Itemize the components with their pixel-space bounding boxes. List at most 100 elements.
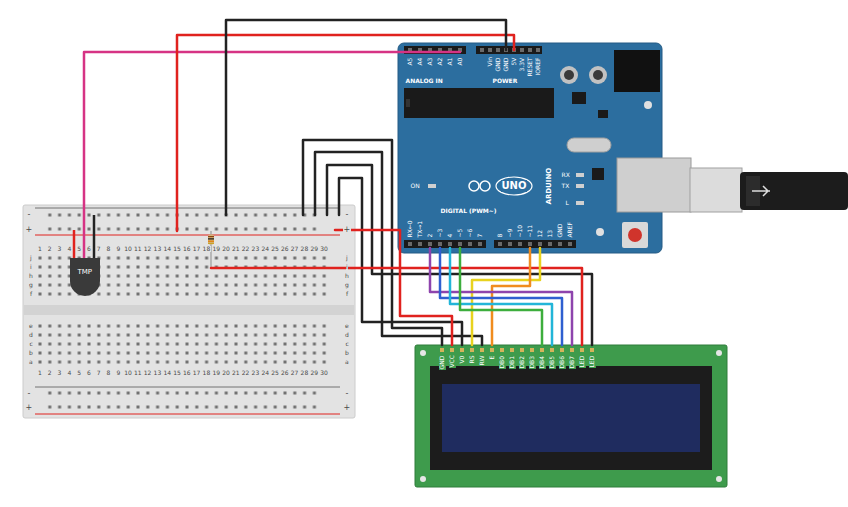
lcd-body (442, 384, 700, 452)
arduino-body (564, 70, 574, 80)
usb-cable (752, 186, 770, 196)
arduino-body (404, 88, 554, 118)
breadboard-label: 2 (47, 370, 52, 377)
breadboard-label: 16 (183, 246, 192, 253)
breadboard-label: 27 (290, 246, 299, 253)
breadboard-label: 19 (212, 246, 221, 253)
arduino-body (406, 99, 410, 107)
board-label: DIGITAL (PWM~) (440, 208, 497, 215)
arduino-body (404, 240, 486, 248)
lcd-pin-label: LED (589, 355, 596, 368)
board-label: 4 (447, 233, 454, 238)
breadboard-label: 20 (222, 246, 231, 253)
breadboard-label: b (29, 350, 34, 357)
arduino-body (478, 46, 542, 54)
breadboard-label: 27 (290, 370, 299, 377)
breadboard-label: + (25, 403, 33, 412)
breadboard-label: 18 (202, 246, 211, 253)
breadboard-label: a (29, 359, 34, 366)
board-label: 12 (537, 229, 544, 238)
temperature-sensor: TMP (70, 258, 100, 296)
wire (472, 248, 540, 345)
breadboard-label: 17 (192, 370, 201, 377)
resistor-symbol (208, 238, 214, 239)
wire (177, 35, 514, 231)
lcd-pin-label: E (489, 355, 496, 360)
lcd-pin-label: DB5 (549, 355, 556, 369)
board-label: ARDUINO (545, 167, 553, 205)
breadboard-label: 22 (241, 246, 250, 253)
breadboard-label: 16 (183, 370, 192, 377)
usb-cable (690, 168, 742, 212)
breadboard-label: e (29, 323, 34, 330)
breadboard-label: d (345, 332, 350, 339)
breadboard-label: 2 (47, 246, 52, 253)
wire (335, 230, 452, 345)
breadboard-label: 1 (38, 370, 43, 377)
arduino-body (614, 50, 660, 92)
breadboard-body (35, 414, 340, 415)
breadboard-label: 11 (134, 246, 143, 253)
breadboard-label: 23 (251, 246, 260, 253)
board-label: Vin (487, 57, 494, 67)
breadboard-body (23, 205, 355, 418)
breadboard-label: 28 (300, 370, 309, 377)
lcd-body (716, 476, 722, 482)
breadboard: TMP-+-+jihgfedcbajihgfedcba1234567891011… (23, 205, 355, 418)
breadboard-label: 8 (106, 246, 111, 253)
board-label: ~6 (467, 228, 474, 238)
breadboard-label: 15 (173, 246, 182, 253)
arduino-body (398, 43, 662, 253)
arduino-body (576, 201, 584, 205)
lcd-body (440, 348, 594, 352)
board-label: ~11 (527, 224, 534, 238)
arduino-body (560, 66, 578, 84)
wire (440, 248, 562, 345)
breadboard-label: e (345, 323, 350, 330)
breadboard-label: 24 (261, 370, 270, 377)
breadboard-label: 13 (153, 370, 162, 377)
board-label: 8 (497, 233, 504, 238)
breadboard-label: b (345, 350, 350, 357)
board-label: ANALOG IN (405, 78, 443, 85)
lcd-pin-label: RS (469, 355, 476, 364)
board-label: A4 (417, 57, 424, 66)
board-label: 3.3V (519, 57, 526, 72)
resistor-symbol (208, 236, 214, 237)
breadboard-label: 10 (124, 246, 133, 253)
breadboard-label: 7 (96, 246, 101, 253)
wire (460, 248, 542, 345)
lcd-body (415, 345, 727, 487)
breadboard-label: + (343, 403, 351, 412)
breadboard-label: h (345, 273, 350, 280)
board-label: TX→1 (417, 220, 424, 238)
breadboard-label: j (346, 255, 349, 262)
breadboard-label: c (29, 341, 33, 348)
sensor-outline (70, 258, 100, 296)
wire (492, 248, 530, 345)
lcd-body (420, 476, 426, 482)
lcd-pin-label: DB6 (559, 355, 566, 369)
breadboard-label: 15 (173, 370, 182, 377)
lcd-pin-label: DB3 (529, 355, 536, 369)
board-label: ~10 (517, 224, 524, 238)
lcd-pin-label: DB0 (499, 355, 506, 369)
arduino-body (428, 184, 436, 188)
breadboard-label: - (27, 389, 31, 398)
breadboard-label: 1 (38, 246, 43, 253)
lcd-pin-label: DB4 (539, 355, 546, 369)
wire (84, 52, 460, 258)
arduino-body (576, 184, 584, 188)
breadboard-body (35, 322, 329, 367)
breadboard-label: 4 (67, 246, 72, 253)
breadboard-label: 8 (106, 370, 111, 377)
board-label: ~5 (457, 228, 464, 238)
breadboard-body (35, 387, 340, 388)
breadboard-label: a (345, 359, 350, 366)
usb-cable (617, 158, 691, 212)
board-label: GND (495, 57, 502, 72)
breadboard-label: 24 (261, 246, 270, 253)
